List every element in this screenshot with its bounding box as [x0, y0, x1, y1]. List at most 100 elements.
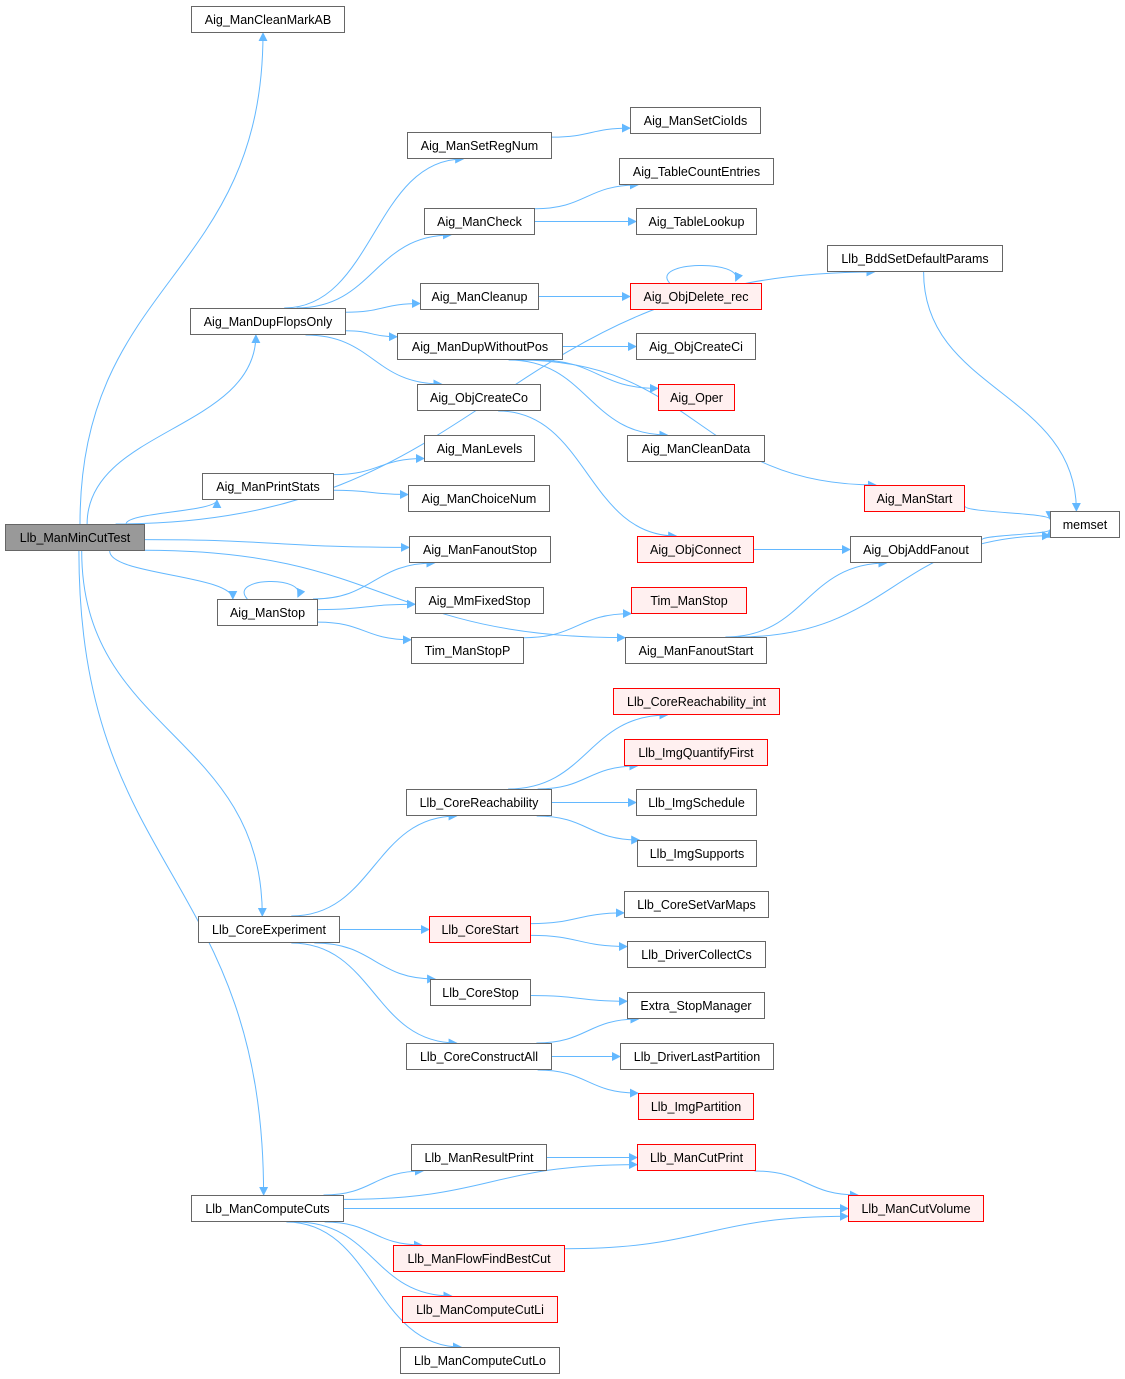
edge-manstop-to-fanoutstop: [312, 558, 436, 600]
edge-objcreateco-to-objconnect: [498, 410, 678, 541]
edge-manstop-to-mmfixedstop: [317, 599, 416, 611]
edge-root-to-printstats: [125, 499, 222, 525]
edge-manstop-to-timmanstopp: [317, 621, 412, 645]
edge-corestart-to-setvarmaps: [530, 908, 625, 925]
graph-node-objdelete[interactable]: Aig_ObjDelete_rec: [630, 283, 762, 310]
edge-coreexp-to-corestop: [314, 942, 437, 984]
graph-node-setregnum[interactable]: Aig_ManSetRegNum: [407, 132, 552, 159]
edge-printstats-to-choicenum: [333, 489, 409, 499]
graph-node-imgpartition[interactable]: Llb_ImgPartition: [638, 1093, 754, 1120]
graph-node-timmanstopp[interactable]: Tim_ManStopP: [411, 637, 524, 664]
graph-node-extrastop[interactable]: Extra_StopManager: [627, 992, 765, 1019]
graph-node-dupwithout[interactable]: Aig_ManDupWithoutPos: [397, 333, 563, 360]
graph-node-imgschedule[interactable]: Llb_ImgSchedule: [636, 789, 757, 816]
graph-node-corestop[interactable]: Llb_CoreStop: [430, 979, 531, 1006]
edge-computecuts-to-flowbest: [324, 1221, 423, 1250]
edge-addfanout-to-memset: [981, 528, 1055, 541]
edge-corestop-to-extrastop: [530, 995, 628, 1006]
edge-bddparams-to-memset: [923, 271, 1081, 512]
edge-cutprint-to-cutvolume: [754, 1170, 859, 1200]
edge-flowbest-to-cutvolume: [564, 1211, 849, 1250]
edge-corereach-to-reachint: [508, 710, 669, 790]
edge-root-to-manstop: [109, 550, 238, 600]
graph-node-objcreateci[interactable]: Aig_ObjCreateCi: [636, 333, 756, 360]
edge-mancheck-to-tablecount: [534, 180, 639, 210]
graph-node-memset[interactable]: memset: [1050, 511, 1120, 538]
graph-node-cleanmark[interactable]: Aig_ManCleanMarkAB: [191, 6, 345, 33]
graph-node-tablelookup[interactable]: Aig_TableLookup: [636, 208, 757, 235]
edge-computecuts-to-cutlo: [286, 1221, 462, 1352]
graph-node-flowbest[interactable]: Llb_ManFlowFindBestCut: [393, 1245, 565, 1272]
edge-dupwithout-to-cleandata: [508, 359, 669, 440]
graph-node-levels[interactable]: Aig_ManLevels: [424, 435, 535, 462]
graph-node-objcreateco[interactable]: Aig_ObjCreateCo: [417, 384, 541, 411]
graph-node-addfanout[interactable]: Aig_ObjAddFanout: [850, 536, 982, 563]
graph-node-mmfixedstop[interactable]: Aig_MmFixedStop: [415, 587, 544, 614]
graph-node-choicenum[interactable]: Aig_ManChoiceNum: [408, 485, 550, 512]
edge-objdelete-to-objdelete: [666, 264, 744, 284]
edge-root-to-dupflops: [86, 334, 261, 525]
graph-node-setcioids[interactable]: Aig_ManSetCioIds: [630, 107, 761, 134]
graph-node-timmanstop[interactable]: Tim_ManStop: [631, 587, 747, 614]
graph-node-oper[interactable]: Aig_Oper: [658, 384, 735, 411]
edge-printstats-to-levels: [333, 454, 425, 476]
edge-root-to-fanoutstop: [144, 539, 410, 552]
edge-setregnum-to-setcioids: [551, 123, 631, 138]
edge-fanoutstart-to-addfanout: [725, 558, 888, 638]
edge-coreexp-to-constructall: [291, 942, 458, 1048]
edge-corereach-to-imgsupports: [536, 815, 641, 845]
graph-node-lastpartition[interactable]: Llb_DriverLastPartition: [620, 1043, 774, 1070]
edge-dupflops-to-mancheck: [296, 230, 452, 309]
edge-manstart-to-memset: [964, 505, 1055, 521]
graph-node-reachint[interactable]: Llb_CoreReachability_int: [613, 688, 780, 715]
graph-node-computecuts[interactable]: Llb_ManComputeCuts: [191, 1195, 344, 1222]
graph-node-cutprint[interactable]: Llb_ManCutPrint: [637, 1144, 756, 1171]
edge-root-to-fanoutstart: [144, 549, 626, 643]
graph-node-cutlo[interactable]: Llb_ManComputeCutLo: [400, 1347, 560, 1374]
graph-node-quantfirst[interactable]: Llb_ImgQuantifyFirst: [624, 739, 768, 766]
graph-node-printstats[interactable]: Aig_ManPrintStats: [202, 473, 334, 500]
graph-node-tablecount[interactable]: Aig_TableCountEntries: [619, 158, 774, 185]
edge-root-to-cleanmark: [79, 32, 268, 525]
edge-fanoutstart-to-memset: [737, 531, 1051, 638]
edge-constructall-to-extrastop: [536, 1014, 640, 1044]
graph-node-cleanup[interactable]: Aig_ManCleanup: [420, 283, 539, 310]
graph-node-setvarmaps[interactable]: Llb_CoreSetVarMaps: [624, 891, 769, 918]
graph-node-imgsupports[interactable]: Llb_ImgSupports: [637, 840, 757, 867]
graph-node-coreexp[interactable]: Llb_CoreExperiment: [198, 916, 340, 943]
edge-corereach-to-quantfirst: [537, 761, 639, 790]
edge-dupflops-to-objcreateco: [305, 334, 443, 389]
graph-node-manstop[interactable]: Aig_ManStop: [217, 599, 318, 626]
graph-node-cutvolume[interactable]: Llb_ManCutVolume: [848, 1195, 984, 1222]
edge-dupwithout-to-manstart: [518, 359, 877, 490]
edge-dupflops-to-dupwithout: [345, 330, 398, 342]
edge-root-to-coreexp: [81, 550, 267, 917]
edge-computecuts-to-cutprint: [343, 1160, 638, 1200]
graph-node-root: Llb_ManMinCutTest: [5, 524, 145, 551]
graph-node-manstart[interactable]: Aig_ManStart: [864, 485, 965, 512]
graph-node-constructall[interactable]: Llb_CoreConstructAll: [406, 1043, 552, 1070]
edge-manstop-to-manstop: [243, 581, 306, 600]
edge-dupwithout-to-oper: [537, 359, 659, 393]
edge-root-to-computecuts: [78, 550, 269, 1196]
edge-dupflops-to-cleanup: [345, 299, 421, 313]
graph-node-collectcs[interactable]: Llb_DriverCollectCs: [627, 941, 766, 968]
graph-node-bddparams[interactable]: Llb_BddSetDefaultParams: [827, 245, 1003, 272]
graph-node-corereach[interactable]: Llb_CoreReachability: [406, 789, 552, 816]
edge-constructall-to-imgpartition: [537, 1069, 639, 1098]
edge-computecuts-to-resultprint: [323, 1166, 424, 1196]
edge-corestart-to-collectcs: [530, 934, 628, 951]
graph-node-fanoutstart[interactable]: Aig_ManFanoutStart: [625, 637, 767, 664]
graph-node-corestart[interactable]: Llb_CoreStart: [429, 916, 531, 943]
graph-node-cleandata[interactable]: Aig_ManCleanData: [627, 435, 765, 462]
graph-node-resultprint[interactable]: Llb_ManResultPrint: [411, 1144, 547, 1171]
edge-timmanstopp-to-timmanstop: [523, 609, 632, 639]
graph-node-fanoutstop[interactable]: Aig_ManFanoutStop: [409, 536, 551, 563]
graph-node-mancheck[interactable]: Aig_ManCheck: [424, 208, 535, 235]
graph-node-dupflops[interactable]: Aig_ManDupFlopsOnly: [190, 308, 346, 335]
edge-computecuts-to-cutli: [295, 1221, 453, 1301]
graph-node-objconnect[interactable]: Aig_ObjConnect: [637, 536, 754, 563]
graph-node-cutli[interactable]: Llb_ManComputeCutLi: [402, 1296, 558, 1323]
edge-coreexp-to-corereach: [291, 811, 458, 917]
